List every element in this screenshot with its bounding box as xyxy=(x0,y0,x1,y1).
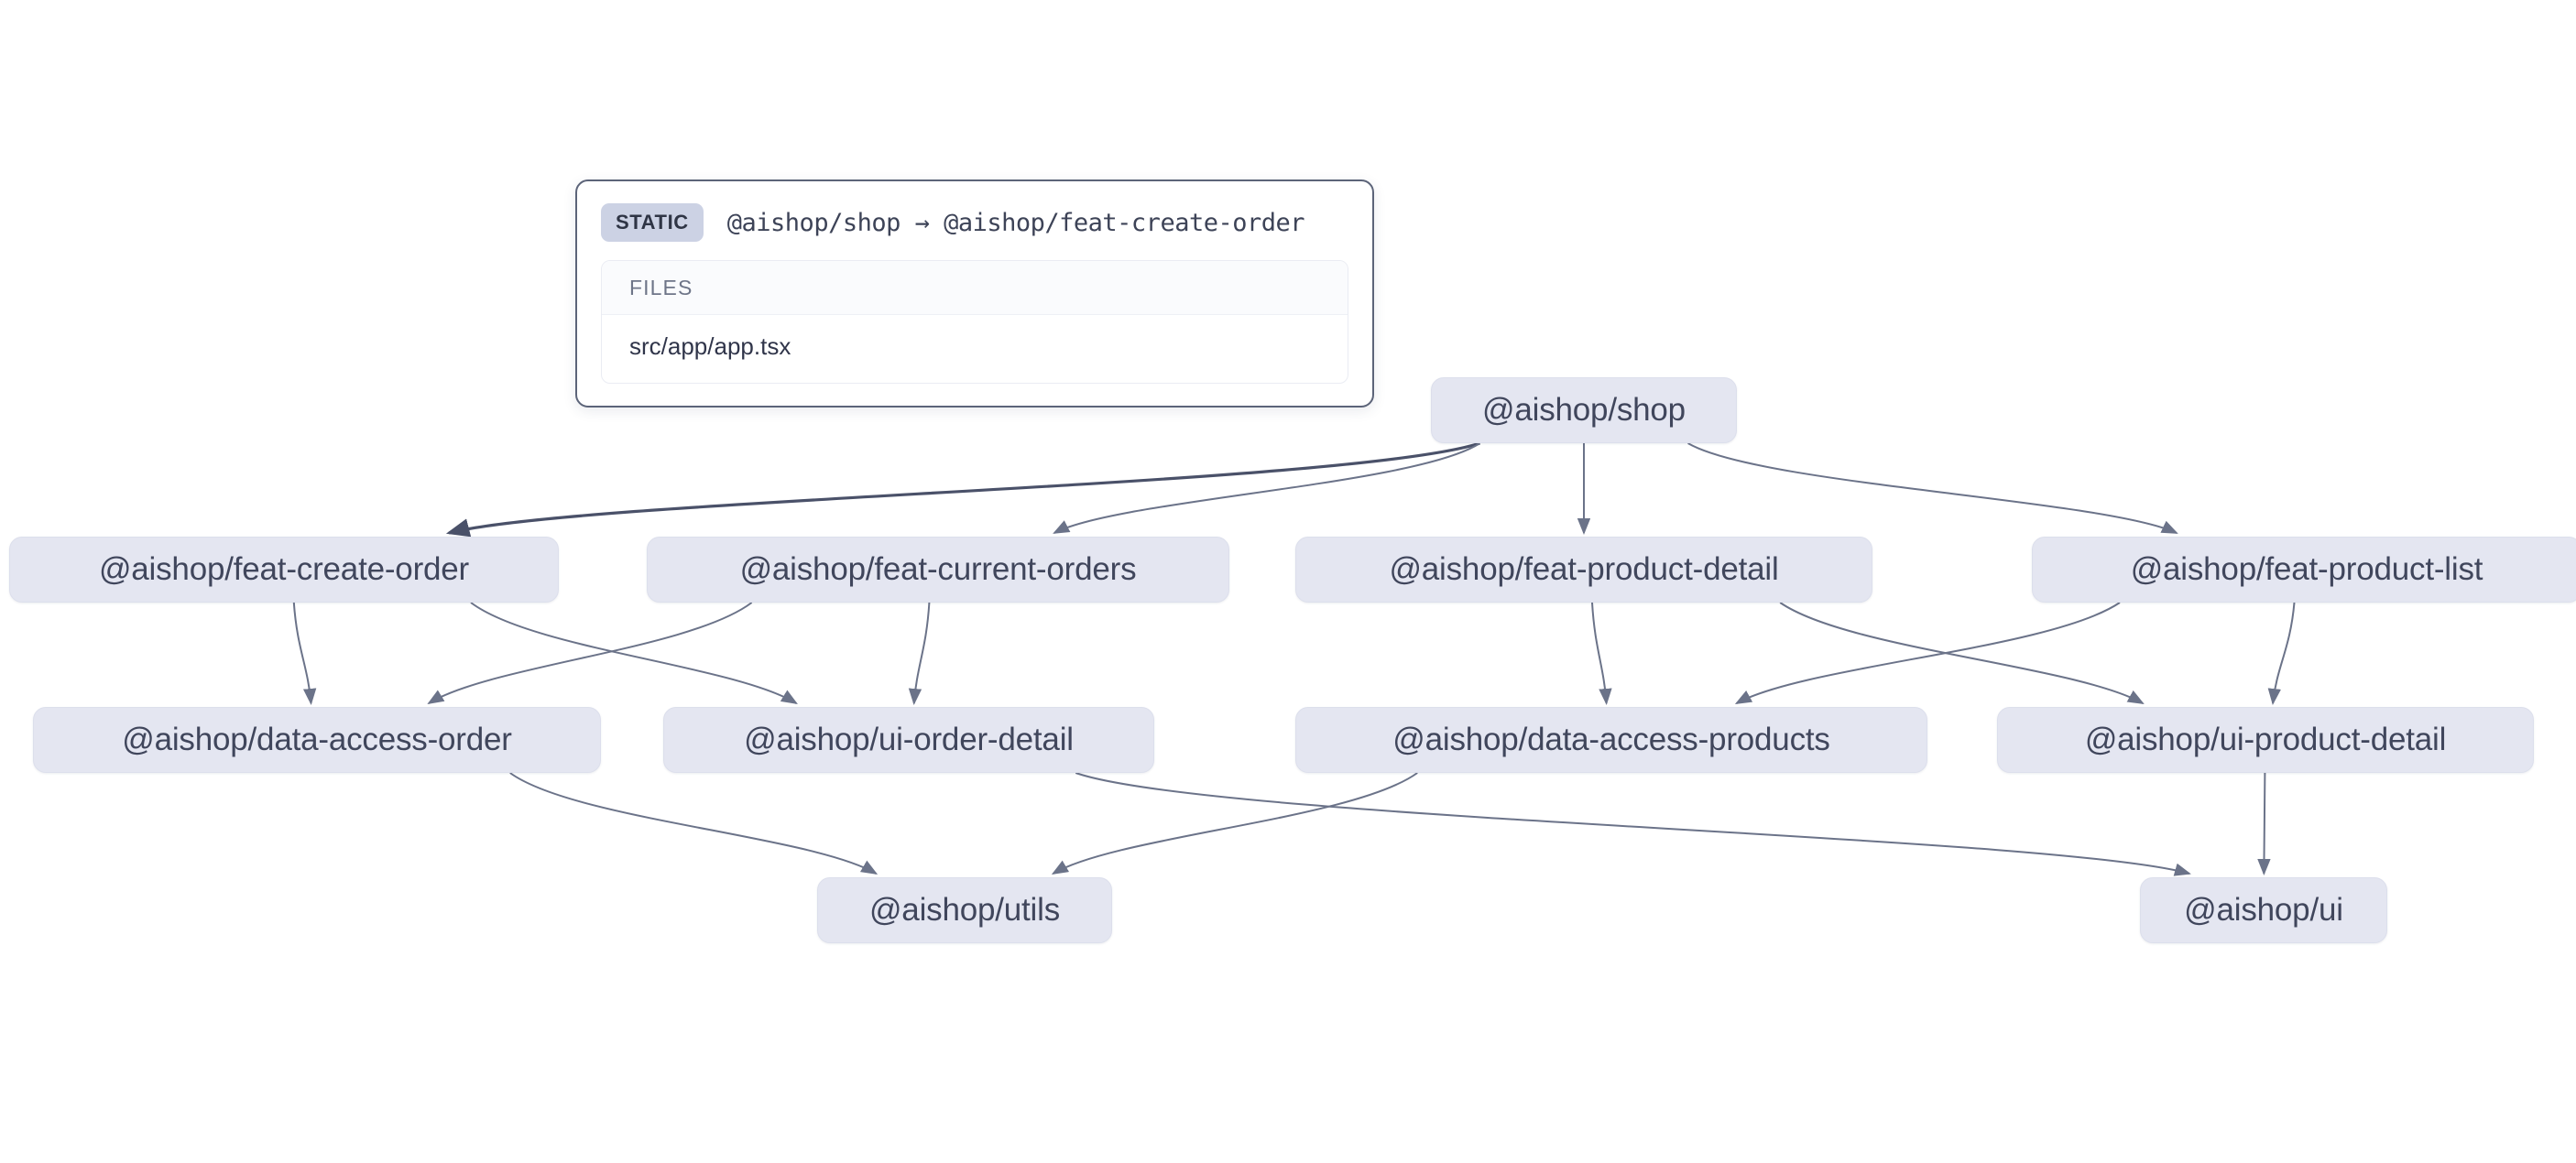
graph-node-label: @aishop/ui-order-detail xyxy=(744,722,1074,757)
graph-node-label: @aishop/feat-current-orders xyxy=(739,551,1137,587)
graph-node-feat-product-detail[interactable]: @aishop/feat-product-detail xyxy=(1295,537,1872,603)
graph-edge-feat-current-orders-to-ui-order-detail xyxy=(908,602,931,705)
graph-node-label: @aishop/ui-product-detail xyxy=(2084,722,2447,757)
graph-node-ui-order-detail[interactable]: @aishop/ui-order-detail xyxy=(663,707,1154,773)
files-panel-header: FILES xyxy=(602,261,1348,315)
graph-node-feat-create-order[interactable]: @aishop/feat-create-order xyxy=(9,537,559,603)
graph-edge-feat-product-list-to-ui-product-detail xyxy=(2267,602,2296,705)
node-detail-tooltip[interactable]: STATIC @aishop/shop → @aishop/feat-creat… xyxy=(575,179,1374,408)
graph-edge-shop-to-feat-create-order xyxy=(445,441,1480,538)
graph-node-data-access-products[interactable]: @aishop/data-access-products xyxy=(1295,707,1927,773)
tooltip-title: @aishop/shop → @aishop/feat-create-order xyxy=(726,208,1305,237)
tooltip-header: STATIC @aishop/shop → @aishop/feat-creat… xyxy=(577,181,1372,255)
graph-node-data-access-order[interactable]: @aishop/data-access-order xyxy=(33,707,601,773)
graph-node-utils[interactable]: @aishop/utils xyxy=(817,877,1112,943)
file-item[interactable]: src/app/app.tsx xyxy=(629,332,791,360)
graph-node-label: @aishop/utils xyxy=(868,892,1061,928)
graph-node-label: @aishop/feat-create-order xyxy=(98,551,470,587)
graph-node-shop[interactable]: @aishop/shop xyxy=(1431,377,1737,443)
graph-node-label: @aishop/ui xyxy=(2184,892,2343,928)
graph-edge-ui-product-detail-to-ui xyxy=(2257,772,2271,875)
graph-node-ui-product-detail[interactable]: @aishop/ui-product-detail xyxy=(1997,707,2534,773)
graph-node-label: @aishop/shop xyxy=(1482,392,1686,428)
graph-edge-feat-create-order-to-data-access-order xyxy=(292,602,317,705)
graph-edge-feat-current-orders-to-data-access-order xyxy=(427,602,753,705)
graph-edge-ui-order-detail-to-ui xyxy=(1075,772,2191,876)
graph-node-label: @aishop/data-access-order xyxy=(122,722,512,757)
graph-node-label: @aishop/data-access-products xyxy=(1392,722,1830,757)
graph-edge-data-access-order-to-utils xyxy=(509,772,879,875)
static-badge: STATIC xyxy=(601,203,704,242)
graph-node-feat-current-orders[interactable]: @aishop/feat-current-orders xyxy=(647,537,1229,603)
graph-edge-feat-product-list-to-data-access-products xyxy=(1734,602,2121,704)
graph-edge-feat-create-order-to-ui-order-detail xyxy=(470,602,798,705)
graph-edge-feat-product-detail-to-ui-product-detail xyxy=(1779,602,2145,704)
graph-node-feat-product-list[interactable]: @aishop/feat-product-list xyxy=(2032,537,2576,603)
graph-node-ui[interactable]: @aishop/ui xyxy=(2140,877,2387,943)
graph-edge-feat-product-detail-to-data-access-products xyxy=(1591,602,1612,705)
graph-edge-shop-to-feat-product-list xyxy=(1687,442,2178,534)
graph-edge-data-access-products-to-utils xyxy=(1051,772,1418,875)
graph-edge-shop-to-feat-current-orders xyxy=(1053,442,1480,534)
graph-node-label: @aishop/feat-product-detail xyxy=(1389,551,1779,587)
files-list: src/app/app.tsx xyxy=(602,315,1348,383)
graph-node-label: @aishop/feat-product-list xyxy=(2130,551,2483,587)
files-label: FILES xyxy=(629,276,693,299)
files-panel: FILES src/app/app.tsx xyxy=(601,260,1348,384)
